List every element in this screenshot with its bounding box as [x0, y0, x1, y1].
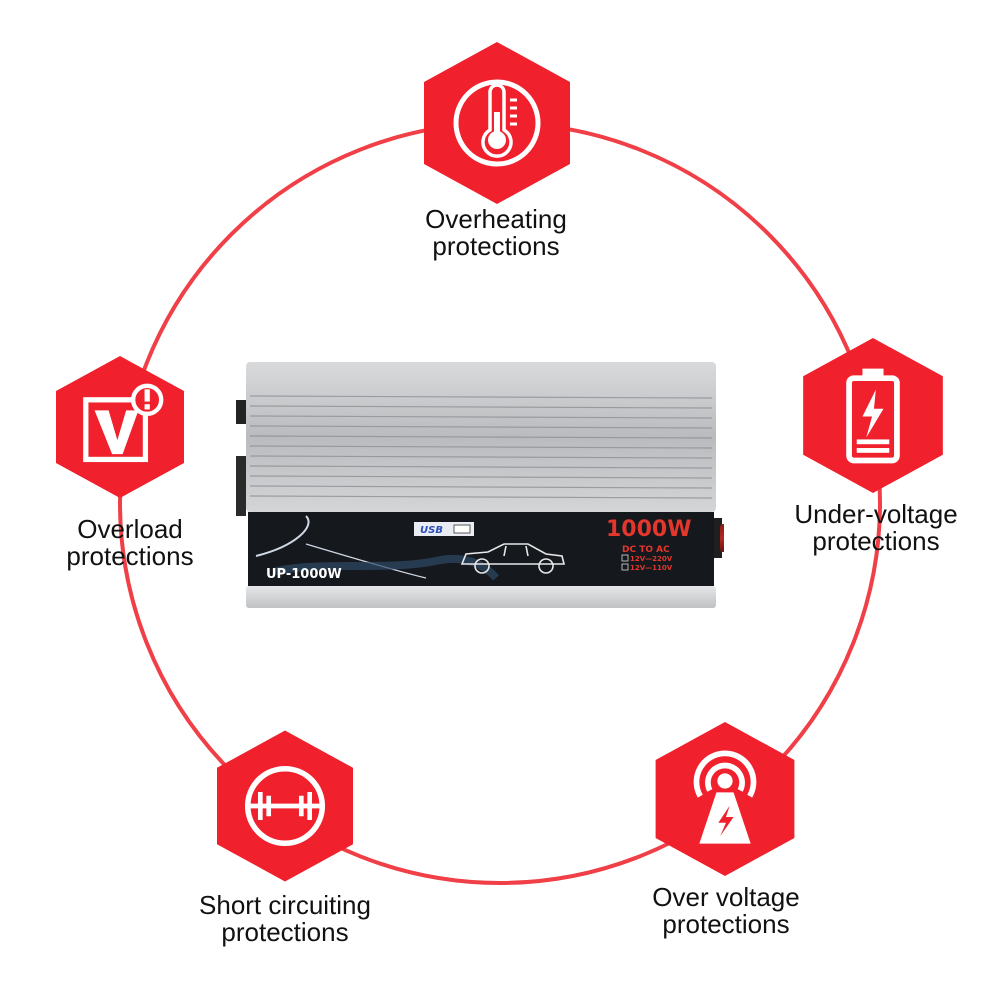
thermometer-icon: [453, 79, 541, 167]
overload-hexagon: [56, 352, 184, 502]
power-rating: 1000W: [606, 517, 692, 542]
overload-label: Overload protections: [66, 514, 194, 571]
short-circuit-label: Short circuiting protections: [199, 890, 371, 947]
voltage-option-110: 12V—110V: [630, 564, 673, 572]
usb-label: USB: [420, 525, 443, 536]
conversion-text: DC TO AC: [622, 545, 670, 555]
overheating-label: Overheating protections: [425, 204, 567, 261]
under-voltage-hexagon: [803, 338, 943, 493]
overheating-hexagon: [424, 42, 570, 204]
voltage-alert-icon: [83, 383, 164, 463]
short-circuit-hexagon: [217, 730, 353, 882]
short-circuit-icon: [244, 765, 326, 847]
battery-bolt-icon: [846, 368, 900, 464]
model-text: UP-1000W: [266, 567, 342, 582]
voltage-option-220: 12V—220V: [630, 555, 673, 563]
over-voltage-hexagon: [655, 722, 795, 876]
over-voltage-label: Over voltage protections: [652, 882, 800, 939]
under-voltage-label: Under-voltage protections: [794, 499, 958, 556]
power-inverter-image: USB UP-1000W 1000W DC TO AC 12V—220V 12V…: [236, 356, 724, 612]
